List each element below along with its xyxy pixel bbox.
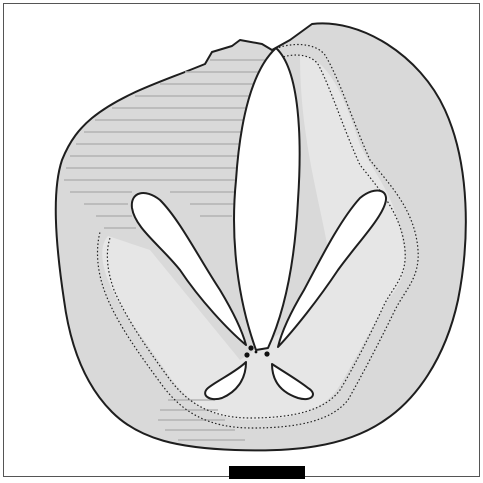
central-dot (255, 351, 258, 354)
central-dot (264, 351, 269, 356)
scale-bar (229, 466, 305, 479)
central-dot (248, 345, 253, 350)
central-dot (244, 352, 249, 357)
